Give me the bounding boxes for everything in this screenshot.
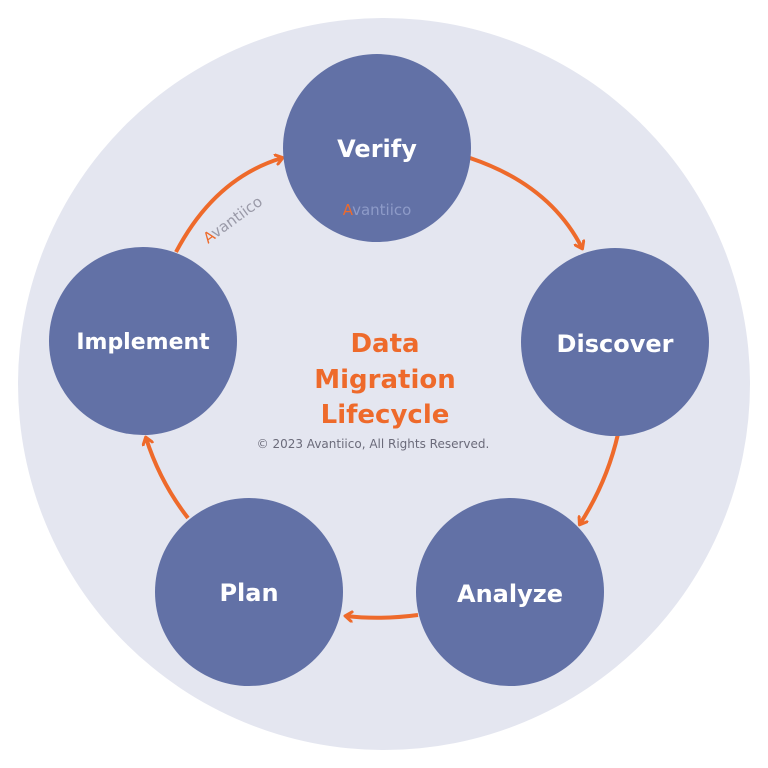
verify-node-logo: Avantiico [343, 201, 412, 219]
arrow-discover-to-analyze [580, 433, 620, 524]
title-line-3: Lifecycle [321, 400, 450, 430]
arrow-implement-to-verify [174, 158, 282, 253]
node-implement-label: Implement [76, 330, 210, 355]
node-discover-label: Discover [557, 330, 674, 358]
node-plan-label: Plan [219, 579, 278, 607]
node-implement: Implement [49, 247, 237, 435]
title-line-2: Migration [314, 365, 455, 395]
arrow-analyze-to-plan [346, 615, 419, 618]
node-discover: Discover [521, 248, 709, 436]
node-verify-label: Verify [337, 135, 417, 163]
node-plan: Plan [155, 498, 343, 686]
copyright-text: © 2023 Avantiico, All Rights Reserved. [257, 437, 490, 451]
node-analyze: Analyze [416, 498, 604, 686]
node-analyze-label: Analyze [457, 580, 563, 608]
node-verify: Verify Avantiico [283, 54, 471, 242]
arrow-plan-to-implement [146, 438, 190, 520]
title-line-1: Data [350, 329, 419, 359]
arrow-verify-to-discover [469, 156, 582, 248]
